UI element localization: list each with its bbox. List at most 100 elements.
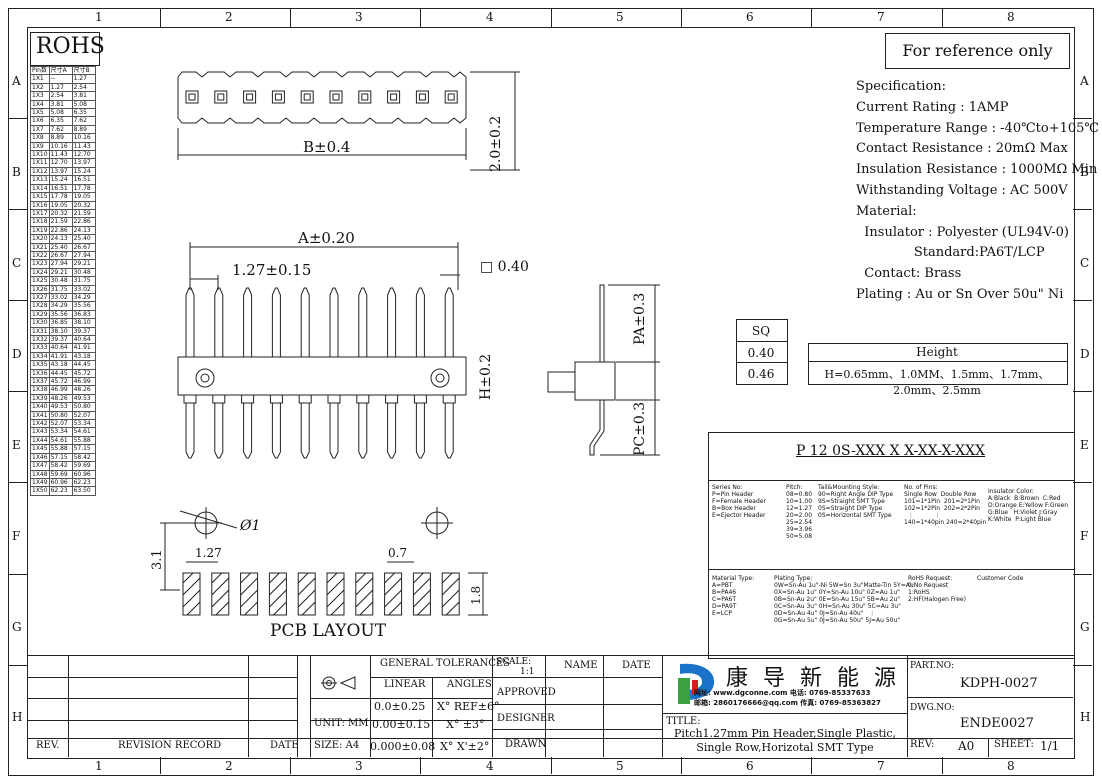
grid-col-label: 8 <box>1007 759 1015 773</box>
top-pin-square <box>387 90 401 104</box>
pcb-pad <box>211 572 230 616</box>
company-mail: 邮箱: 2860176666@qq.com 传真: 0769-85363827 <box>694 699 881 707</box>
rohs-cell: 57.15 <box>71 444 96 454</box>
rohs-cell: 36.83 <box>71 309 96 320</box>
pcb-pad <box>412 572 431 616</box>
spec-line: Insulation Resistance : 1000MΩ Min <box>856 162 1098 178</box>
code-line: F=Female Header <box>712 498 766 505</box>
code-line: ⋮ ⋮ <box>904 512 941 519</box>
rohs-cell: 10.16 <box>71 133 96 143</box>
code-line: RoHS Request: <box>908 575 953 582</box>
scale-value: 1:1 <box>520 667 535 677</box>
code-plating: Plating Type:0W=Sn-Au 1u"-Ni 5W=Sn 3u"Ma… <box>774 575 914 624</box>
code-line: Tail&Mounting Style: <box>818 484 880 491</box>
tol-lin3: 0.000±0.08 <box>370 740 436 753</box>
pcb-pad <box>441 572 460 616</box>
part-code-box <box>708 432 1075 659</box>
rev-col: REV. <box>36 740 60 751</box>
drawn: DRAWN <box>505 739 547 750</box>
title-label: TITLE: <box>666 716 701 727</box>
rohs-cell: 22.86 <box>71 217 96 227</box>
rohs-cell: 60.96 <box>71 469 96 479</box>
height-header: Height <box>916 345 958 359</box>
top-pin-inner <box>246 93 254 101</box>
rohs-cell: 49.53 <box>71 393 96 404</box>
spec-line: Specification: <box>856 79 947 94</box>
grid-col-label: 6 <box>746 759 754 773</box>
front-pin-base <box>327 394 341 404</box>
sq-table <box>736 319 788 385</box>
grid-col-label: 7 <box>877 10 885 24</box>
code-line: 0G=Sn-Au 5u" 0J=Sn-Au 50u" 5J=Au 50u" <box>774 617 901 624</box>
tol-unit: UNIT: MM <box>314 718 369 729</box>
front-pin-base <box>241 394 255 404</box>
rohs-cell: 43.18 <box>71 351 96 362</box>
code-line: 25=2.54 <box>786 519 813 526</box>
pcb-pad <box>182 572 201 616</box>
top-view-outline <box>177 71 467 124</box>
rev-value: A0 <box>958 739 975 753</box>
rohs-cell: 48.26 <box>71 385 96 395</box>
tol-angles: ANGLES <box>447 679 492 690</box>
tol-size: SIZE: A4 <box>314 740 360 751</box>
code-line: 10=1.00 <box>786 498 813 505</box>
grid-row-label: C <box>12 256 22 270</box>
pcb-pad-hatch <box>441 572 460 616</box>
spec-line: Standard:PA6T/LCP <box>856 245 1045 261</box>
code-line: E=Ejector Header <box>712 512 766 519</box>
pcb-pad-hatch <box>240 572 258 616</box>
rohs-cell: 15.24 <box>71 166 96 177</box>
grid-row-label: A <box>12 74 21 88</box>
rohs-cell: 53.34 <box>71 419 96 429</box>
grid-row-label: D <box>1080 347 1090 361</box>
code-line: 0:No Request <box>908 582 949 589</box>
rohs-cell: 35.56 <box>71 301 96 311</box>
code-line: 08=0.80 <box>786 491 813 498</box>
rohs-cell: 33.02 <box>71 284 96 294</box>
rohs-header-cell: 尺寸B <box>71 65 96 76</box>
front-pin-lower <box>300 403 310 459</box>
top-pin-inner <box>217 93 225 101</box>
grid-row-label: H <box>12 710 23 724</box>
pcb-pad-hatch <box>326 572 345 616</box>
rohs-cell: 63.50 <box>71 486 96 496</box>
front-pin-base <box>385 394 399 404</box>
code-line: 0D=Sn-Au 4u" 0J=Sn-Au 40u" ⋮ <box>774 610 876 617</box>
front-pin-lower <box>387 403 397 459</box>
rohs-cell: 45.72 <box>71 368 96 379</box>
rohs-cell: 8.89 <box>71 124 96 135</box>
code-line: 1:RoHS <box>908 589 930 596</box>
rohs-cell: 20.32 <box>71 200 96 210</box>
grid-row-label: G <box>1080 620 1090 634</box>
front-pin-base <box>356 394 370 404</box>
code-line: A:Black B:Brown C:Red <box>988 495 1061 502</box>
height-value: H=0.65mm、1.0MM、1.5mm、1.7mm、2.0mm、2.5mm <box>824 368 1050 397</box>
front-pin-base <box>183 394 197 404</box>
tol-ang3: X° X'±2° <box>440 740 490 753</box>
company-name: 康 导 新 能 源 <box>726 666 900 691</box>
grid-row-label: F <box>1080 529 1089 543</box>
revision-record: REVISION RECORD <box>118 740 222 751</box>
code-line: 101=1*1Pin 201=2*1Pin <box>904 498 980 505</box>
sq-value-2: 0.46 <box>747 367 775 381</box>
pcb-pad-hatch <box>269 572 287 616</box>
rohs-cell: 46.99 <box>71 377 96 387</box>
grid-col-label: 4 <box>486 759 494 773</box>
pcb-pad-hatch <box>297 572 316 616</box>
rohs-cell: 24.13 <box>71 225 96 236</box>
rohs-cell: 29.21 <box>71 259 96 269</box>
grid-row-label: C <box>1080 256 1090 270</box>
dim-pa: PA±0.3 <box>632 292 648 345</box>
tol-header: GENERAL TOLERANCES <box>380 658 511 669</box>
code-line: C=PA6T <box>712 596 737 603</box>
top-pin-square <box>358 90 372 104</box>
code-line: 102=1*2Pin 202=2*2Pin <box>904 505 980 512</box>
grid-col-label: 3 <box>355 10 363 24</box>
rohs-cell: 21.59 <box>71 208 96 219</box>
code-line: Insulator Color: <box>988 488 1034 495</box>
top-pin-inner <box>303 93 311 101</box>
rohs-box <box>30 32 100 66</box>
